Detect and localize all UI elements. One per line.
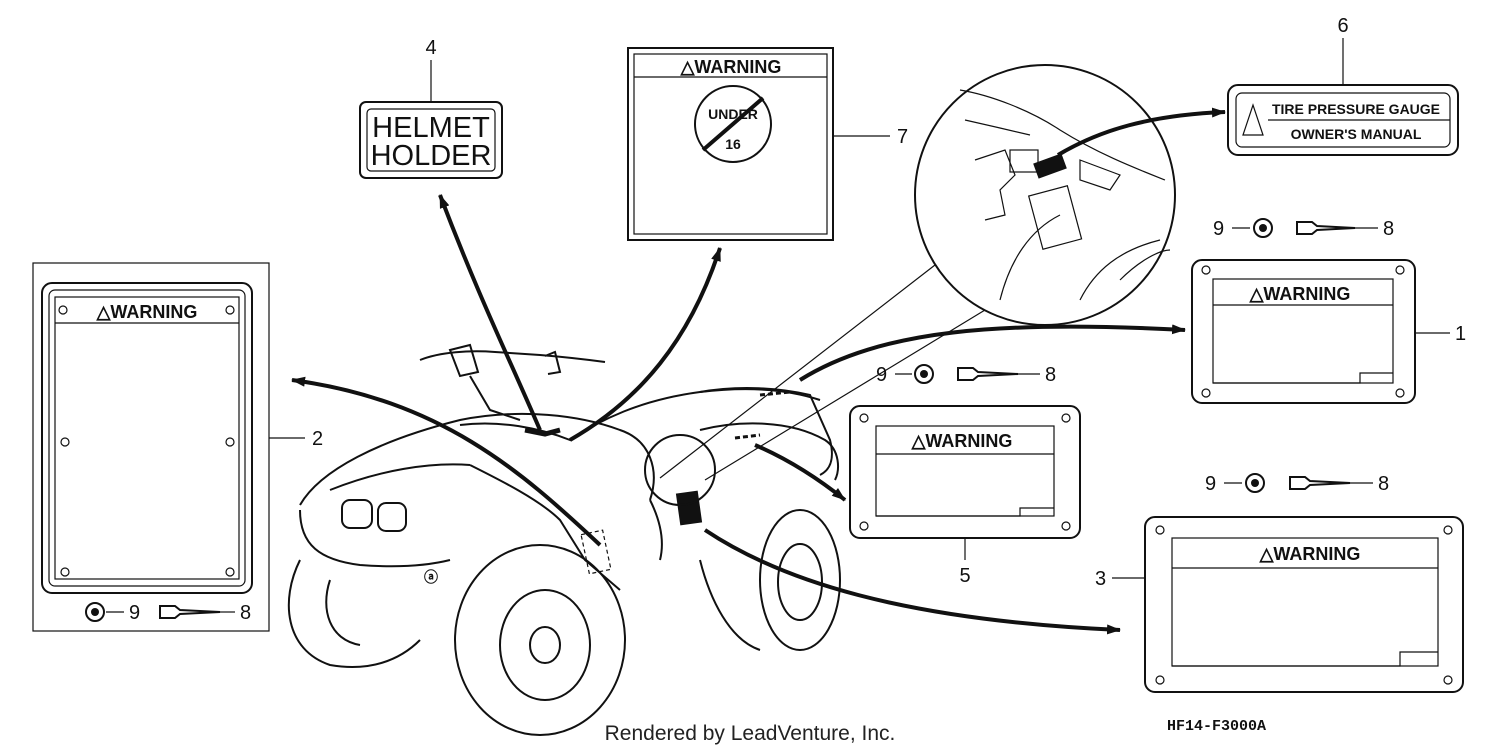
label-4-helmet-holder: HELMET HOLDER 4	[359, 37, 503, 179]
callout-9-label5: 9	[876, 364, 887, 386]
callout-9-label2: 9	[129, 602, 140, 624]
callout-8-label3: 8	[1378, 473, 1389, 495]
label-7-under-16: △WARNING UNDER 16 7	[627, 47, 908, 241]
label-5-warning-text: △WARNING	[911, 431, 1013, 451]
callout-8-label1: 8	[1383, 218, 1394, 240]
rendered-by-credit: Rendered by LeadVenture, Inc.	[605, 722, 896, 745]
helmet-line-1: HELMET	[372, 112, 490, 144]
label-7-warning-text: △WARNING	[680, 57, 782, 77]
atv-illustration: ⓐ	[287, 343, 841, 736]
label-3-warning-text: △WARNING	[1259, 544, 1361, 564]
label-1-warning-text: △WARNING	[1249, 284, 1351, 304]
tire-gauge-text: TIRE PRESSURE GAUGE	[1272, 101, 1440, 117]
callout-2: 2	[312, 428, 323, 450]
callout-5: 5	[959, 565, 970, 587]
callout-9-label3: 9	[1205, 473, 1216, 495]
callout-1: 1	[1455, 323, 1466, 345]
leader-arrows	[291, 107, 1226, 635]
owners-manual-text: OWNER'S MANUAL	[1291, 126, 1422, 142]
zoom-detail	[659, 64, 1176, 481]
callout-3: 3	[1095, 568, 1106, 590]
callout-7: 7	[897, 126, 908, 148]
label-3-warning-panel: 9 8 △WARNING 3	[1095, 473, 1464, 693]
label-6-tire-gauge: TIRE PRESSURE GAUGE OWNER'S MANUAL 6	[1227, 15, 1459, 156]
callout-8-label2: 8	[240, 602, 251, 624]
callout-4: 4	[425, 37, 436, 59]
label-2-warning-text: △WARNING	[96, 302, 198, 322]
callout-9-label1: 9	[1213, 218, 1224, 240]
age-text: 16	[725, 136, 741, 152]
label-2-warning-panel: △WARNING 9 8 2	[32, 262, 323, 632]
helmet-line-2: HOLDER	[371, 140, 492, 172]
svg-text:ⓐ: ⓐ	[424, 569, 438, 585]
part-code: HF14-F3000A	[1167, 718, 1266, 735]
callout-8-label5: 8	[1045, 364, 1056, 386]
label-1-warning-panel: 9 8 △WARNING 1	[1191, 218, 1466, 404]
callout-6: 6	[1337, 15, 1348, 37]
under-text: UNDER	[708, 106, 758, 122]
label-5-warning-panel: 9 8 △WARNING 5	[849, 364, 1081, 587]
